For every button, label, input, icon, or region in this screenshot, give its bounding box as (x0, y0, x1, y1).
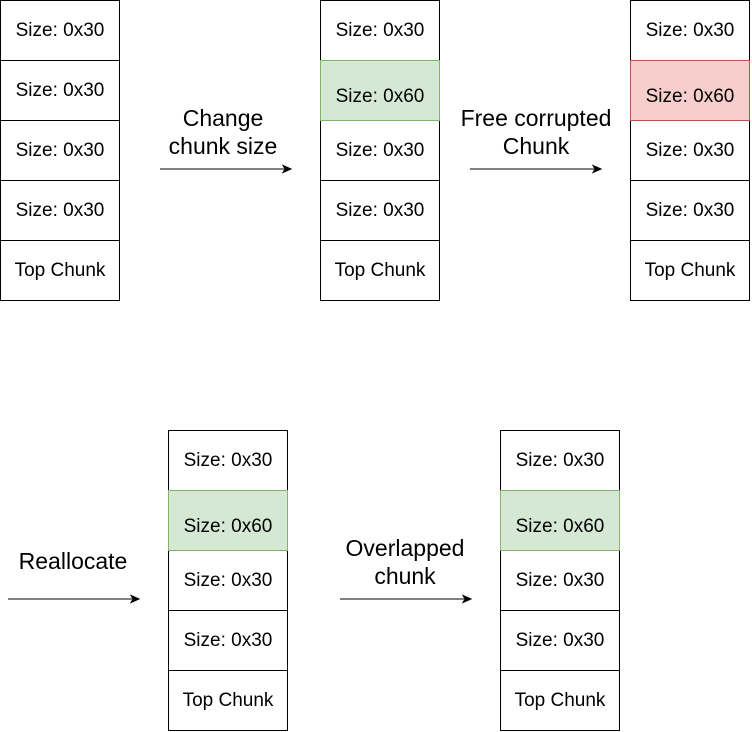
top-chunk-cell: Top Chunk (500, 670, 620, 731)
chunk-label: Size: 0x60 (335, 86, 425, 107)
chunk-cell: Size: 0x30 (630, 180, 750, 241)
top-chunk-cell: Top Chunk (0, 240, 120, 301)
chunk-label: Size: 0x30 (335, 20, 425, 41)
top-chunk-label: Top Chunk (334, 260, 426, 281)
chunk-cell: Size: 0x30 (630, 0, 750, 61)
reallocated-chunk-cell: Size: 0x60 (168, 490, 288, 551)
chunk-label: Size: 0x30 (335, 140, 425, 161)
step-label-line: Overlapped (345, 535, 465, 561)
step-label-line: Chunk (502, 133, 570, 159)
step-label-change-chunk-size: Change chunk size (150, 104, 296, 160)
heap-stack-overlapped: Size: 0x30 Size: 0x60 Size: 0x30 Size: 0… (500, 430, 620, 731)
chunk-cell: Size: 0x30 (168, 430, 288, 491)
chunk-label: Size: 0x30 (645, 140, 735, 161)
heap-stack-size-changed: Size: 0x30 Size: 0x60 Size: 0x30 Size: 0… (320, 0, 440, 301)
overlapped-chunk-cell: Size: 0x30 (320, 120, 440, 181)
chunk-label: Size: 0x30 (515, 630, 605, 651)
chunk-cell: Size: 0x30 (0, 0, 120, 61)
chunk-label: Size: 0x60 (515, 516, 605, 537)
step-label-line: chunk (374, 563, 436, 589)
step-label-line: Change (182, 105, 264, 131)
step-label-reallocate: Reallocate (8, 547, 138, 575)
step-label-line: Free corrupted (460, 105, 612, 131)
chunk-label: Size: 0x30 (645, 200, 735, 221)
overlapped-chunk-cell: Size: 0x30 (168, 550, 288, 611)
heap-stack-reallocated: Size: 0x30 Size: 0x60 Size: 0x30 Size: 0… (168, 430, 288, 731)
chunk-label: Size: 0x30 (515, 450, 605, 471)
freed-chunk-cell: Size: 0x60 (630, 60, 750, 121)
overlapped-chunk-cell: Size: 0x30 (500, 550, 620, 611)
chunk-cell: Size: 0x30 (320, 180, 440, 241)
chunk-label: Size: 0x30 (645, 20, 735, 41)
chunk-cell: Size: 0x30 (500, 610, 620, 671)
top-chunk-cell: Top Chunk (320, 240, 440, 301)
chunk-cell: Size: 0x30 (500, 430, 620, 491)
chunk-label: Size: 0x30 (183, 570, 273, 591)
step-label-free-corrupted-chunk: Free corrupted Chunk (452, 104, 620, 160)
overlapping-chunk-cell: Size: 0x60 (500, 490, 620, 551)
step-label-line: Reallocate (18, 548, 128, 574)
arrow-icon (470, 164, 603, 174)
chunk-label: Size: 0x30 (15, 200, 105, 221)
chunk-label: Size: 0x30 (515, 570, 605, 591)
chunk-label: Size: 0x30 (335, 200, 425, 221)
chunk-label: Size: 0x30 (15, 20, 105, 41)
chunk-cell: Size: 0x30 (168, 610, 288, 671)
step-label-line: chunk size (168, 133, 278, 159)
chunk-cell: Size: 0x30 (0, 60, 120, 121)
chunk-cell: Size: 0x30 (0, 180, 120, 241)
heap-stack-freed: Size: 0x30 Size: 0x60 Size: 0x30 Size: 0… (630, 0, 750, 301)
chunk-label: Size: 0x30 (183, 630, 273, 651)
top-chunk-cell: Top Chunk (168, 670, 288, 731)
chunk-label: Size: 0x30 (183, 450, 273, 471)
overlapped-chunk-cell: Size: 0x30 (630, 120, 750, 181)
top-chunk-cell: Top Chunk (630, 240, 750, 301)
top-chunk-label: Top Chunk (644, 260, 736, 281)
step-label-overlapped-chunk: Overlapped chunk (335, 534, 475, 590)
chunk-label: Size: 0x60 (183, 516, 273, 537)
chunk-cell: Size: 0x30 (320, 0, 440, 61)
chunk-cell: Size: 0x30 (0, 120, 120, 181)
chunk-label: Size: 0x30 (15, 80, 105, 101)
arrow-icon (340, 594, 473, 604)
arrow-icon (8, 594, 141, 604)
corrupted-chunk-cell: Size: 0x60 (320, 60, 440, 121)
heap-stack-initial: Size: 0x30 Size: 0x30 Size: 0x30 Size: 0… (0, 0, 120, 301)
top-chunk-label: Top Chunk (14, 260, 106, 281)
top-chunk-label: Top Chunk (182, 690, 274, 711)
top-chunk-label: Top Chunk (514, 690, 606, 711)
chunk-label: Size: 0x30 (15, 140, 105, 161)
arrow-icon (160, 164, 293, 174)
chunk-label: Size: 0x60 (645, 86, 735, 107)
